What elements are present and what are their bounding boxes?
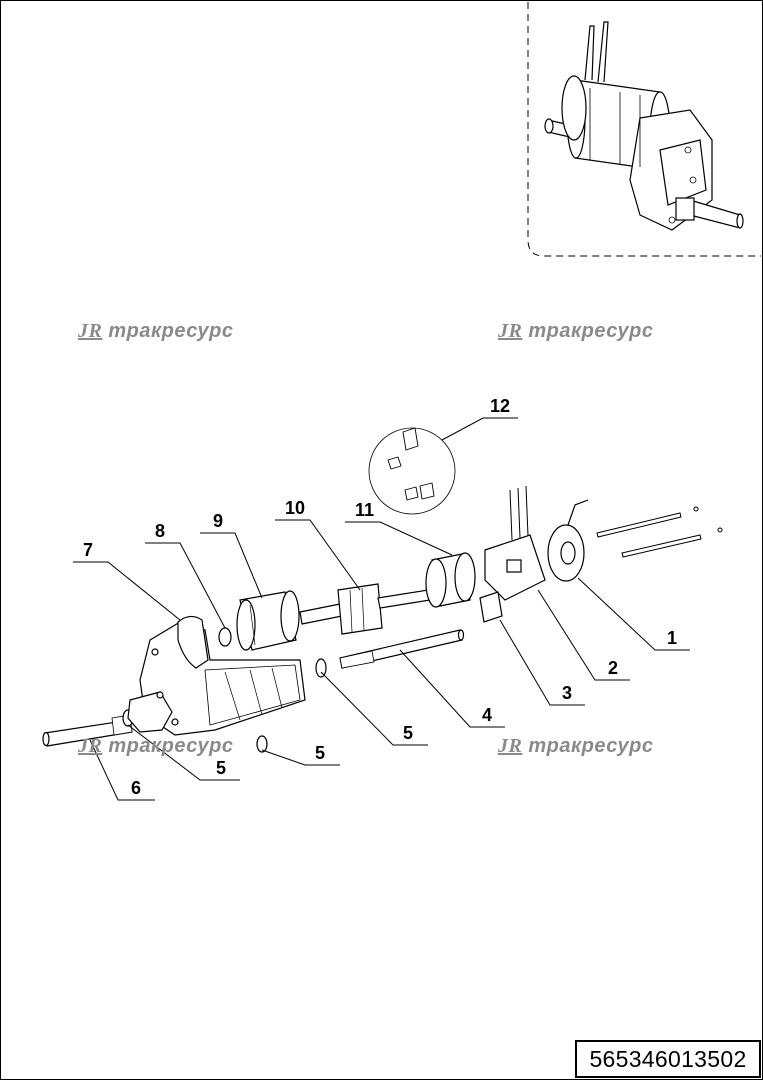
leader-lines [73, 417, 690, 801]
exploded-view [42, 427, 723, 753]
callout-1: 1 [667, 628, 677, 648]
part-stator-housing [236, 590, 300, 651]
callout-4: 4 [482, 705, 492, 725]
part-drive-shaft [339, 629, 465, 669]
callout-2: 2 [608, 658, 618, 678]
callout-12: 12 [490, 396, 510, 416]
part-bolts [596, 506, 723, 558]
part-magnet [425, 552, 476, 608]
callout-9: 9 [213, 511, 223, 531]
part-number-box: 565346013502 [575, 1040, 761, 1078]
part-flange [177, 615, 209, 669]
assembled-view-inset [527, 2, 761, 257]
callout-5c: 5 [216, 758, 226, 778]
callout-7: 7 [83, 540, 93, 560]
part-brush [479, 591, 503, 623]
callout-5b: 5 [315, 743, 325, 763]
part-brush-detail [368, 427, 456, 515]
callout-labels: 1 2 3 4 5 5 5 6 7 8 9 10 11 12 [83, 396, 677, 798]
callout-5a: 5 [403, 723, 413, 743]
part-brush-holder [484, 485, 546, 601]
callout-8: 8 [155, 521, 165, 541]
callout-10: 10 [285, 498, 305, 518]
part-seal-b [256, 735, 268, 753]
part-number: 565346013502 [589, 1045, 747, 1072]
callout-11: 11 [355, 500, 374, 520]
part-brake [547, 499, 589, 582]
part-seal-c [315, 658, 327, 678]
part-bearing [218, 627, 232, 647]
callout-6: 6 [131, 778, 141, 798]
part-armature [299, 583, 431, 635]
callout-3: 3 [562, 683, 572, 703]
